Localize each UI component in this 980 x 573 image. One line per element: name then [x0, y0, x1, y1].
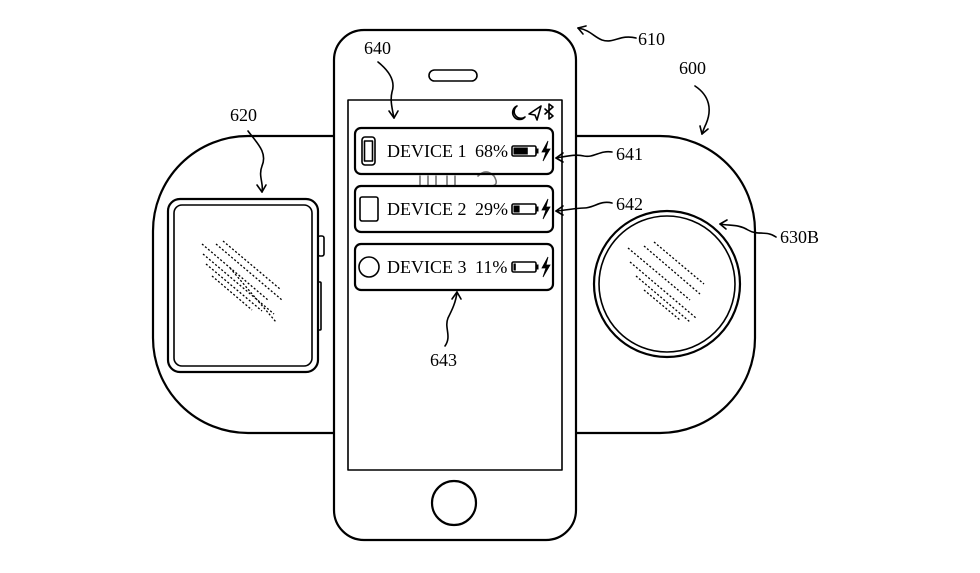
case-glare-hatching [627, 241, 705, 323]
device-name: DEVICE 2 [387, 199, 467, 219]
battery-fill [513, 263, 516, 271]
device-name: DEVICE 3 [387, 257, 467, 277]
ref-620: 620 [230, 105, 257, 125]
ref-630B: 630B [780, 227, 819, 247]
battery-fill [513, 205, 520, 213]
charging-bolt-icon [541, 256, 551, 278]
device-row: DEVICE 1 68% [353, 126, 555, 176]
battery-percent: 29% [475, 199, 508, 219]
charging-bolt-icon [541, 140, 551, 162]
ref-643: 643 [430, 350, 457, 370]
phone-outline-icon [361, 136, 376, 166]
screen-ghost-artifact [419, 171, 498, 187]
moon-icon [511, 105, 526, 121]
battery-icon [511, 261, 539, 273]
device-row: DEVICE 3 11% [353, 242, 555, 292]
battery-fill [513, 147, 528, 155]
battery-icon [511, 203, 539, 215]
tablet-outline-icon [359, 196, 379, 222]
device-name: DEVICE 1 [387, 141, 467, 161]
reference-numerals: 610 600 620 630B 640 641 642 643 [230, 29, 819, 370]
charging-bolt-icon [541, 198, 551, 220]
battery-percent: 11% [475, 257, 507, 277]
bluetooth-icon [544, 103, 554, 120]
charging-mat [151, 134, 757, 435]
earbud-case [592, 209, 742, 359]
battery-percent: 68% [475, 141, 508, 161]
device-row: DEVICE 2 29% [353, 184, 555, 234]
location-arrow-icon [528, 105, 542, 121]
watch [166, 197, 325, 374]
watch-glare-hatching [201, 240, 283, 323]
leader-lines [247, 25, 777, 347]
circle-outline-icon [358, 256, 380, 278]
phone [332, 28, 578, 542]
ref-640: 640 [364, 38, 391, 58]
status-bar [511, 103, 554, 121]
ref-642: 642 [616, 194, 643, 214]
battery-icon [511, 145, 539, 157]
ref-641: 641 [616, 144, 643, 164]
ref-600: 600 [679, 58, 706, 78]
ref-610: 610 [638, 29, 665, 49]
device-list: DEVICE 1 68% DEVICE 2 29% DEVICE 3 11% [353, 126, 555, 292]
